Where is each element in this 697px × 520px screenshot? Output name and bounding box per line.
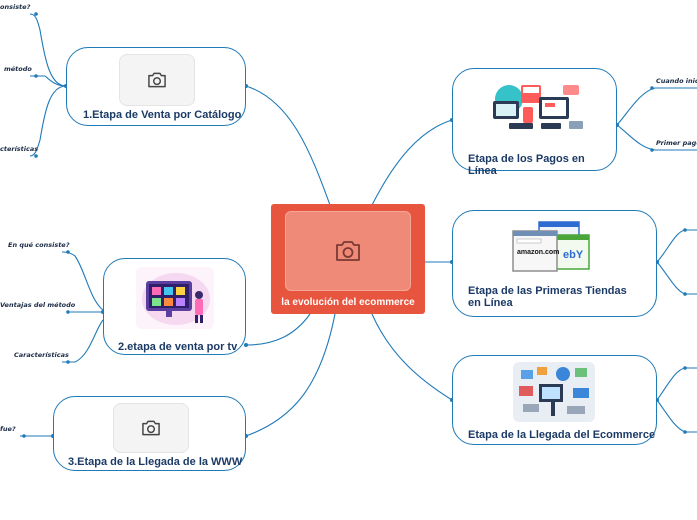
leaf-label[interactable]: método	[4, 65, 32, 73]
central-image-placeholder	[285, 211, 411, 291]
leaf-label[interactable]: cterísticas	[0, 145, 39, 153]
topic-llegada-ecommerce[interactable]: Etapa de la Llegada del Ecommerce	[452, 355, 657, 445]
topic-title: 2.etapa de venta por tv	[118, 341, 238, 353]
topic-title: 1.Etapa de Venta por Catálogo	[83, 109, 242, 121]
leaf-label[interactable]: Ventajas del método	[0, 301, 76, 309]
leaf-label[interactable]: onsiste?	[0, 3, 31, 11]
central-title: la evolución del ecommerce	[281, 297, 415, 308]
central-topic[interactable]: la evolución del ecommerce	[271, 204, 425, 314]
topic-title: Etapa de la Llegada del Ecommerce	[468, 429, 656, 441]
camera-icon	[142, 420, 160, 436]
leaf-label[interactable]: Características	[14, 351, 69, 359]
online-payment-illustration	[479, 77, 591, 137]
topic-llegada-www[interactable]: 3.Etapa de la Llegada de la WWW	[53, 396, 246, 471]
payment-icon	[493, 85, 583, 129]
image-placeholder	[119, 54, 195, 106]
leaf-label[interactable]: Primer pago	[656, 139, 697, 147]
image-placeholder	[113, 403, 189, 453]
topic-title: 3.Etapa de la Llegada de la WWW	[68, 456, 243, 468]
amazon-logo-text: amazon.com	[517, 249, 560, 256]
topic-venta-tv[interactable]: 2.etapa de venta por tv	[103, 258, 246, 355]
leaf-label[interactable]: En qué consiste?	[8, 241, 70, 249]
ebay-logo-text: ebY	[563, 249, 584, 261]
topic-venta-catalogo[interactable]: 1.Etapa de Venta por Catálogo	[66, 47, 246, 126]
camera-icon	[336, 241, 360, 261]
stores-logos-icon	[512, 221, 590, 272]
online-stores-logos-illustration: amazon.com ebY	[511, 219, 593, 281]
tv-icon	[142, 273, 210, 325]
topic-pagos-linea[interactable]: Etapa de los Pagos en Línea	[452, 68, 617, 177]
topic-title: Etapa de las Primeras Tiendas en Línea	[468, 285, 627, 309]
leaf-label[interactable]: Cuando inicia	[656, 77, 697, 85]
ecommerce-icon	[519, 367, 589, 416]
topic-title: Etapa de los Pagos en Línea	[468, 153, 585, 177]
leaf-label[interactable]: fue?	[0, 425, 16, 433]
camera-icon	[148, 72, 166, 88]
topic-primeras-tiendas[interactable]: amazon.com ebY Etapa de las Primeras Tie…	[452, 210, 657, 317]
tv-shopping-illustration	[136, 267, 214, 329]
ecommerce-illustration	[513, 362, 595, 422]
